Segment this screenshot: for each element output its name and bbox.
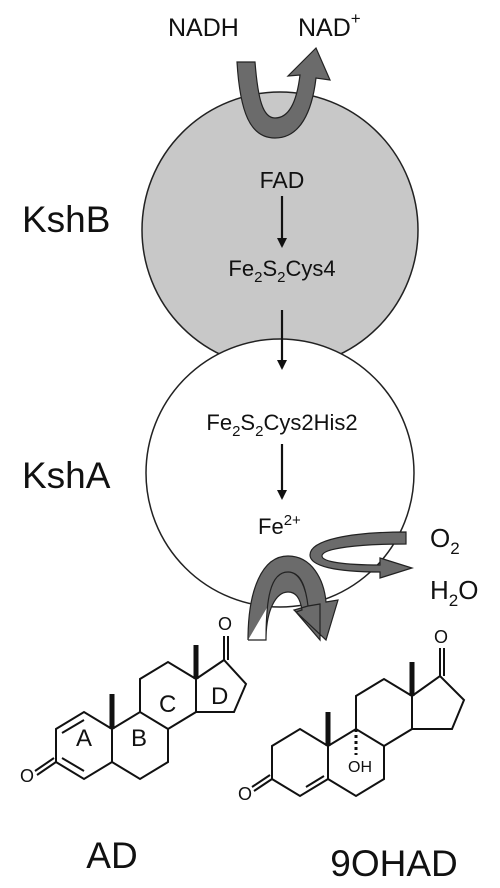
kshb-fe2s2cys4-label: Fe2S2Cys4	[228, 256, 335, 286]
h2o-label: H2O	[430, 575, 478, 610]
fad-label: FAD	[260, 167, 305, 193]
o2-label: O2	[430, 523, 460, 558]
ohad-oh-label: OH	[348, 759, 372, 776]
ad-name-label: AD	[86, 835, 137, 876]
ad-ring-a-label: A	[76, 725, 92, 752]
ad-ring-c-label: C	[159, 691, 176, 718]
kshb-label: KshB	[22, 199, 110, 240]
nad-plus-label: NAD+	[298, 9, 361, 42]
ad-keto-oxygen-d: O	[218, 614, 232, 634]
ksha-label: KshA	[22, 455, 111, 496]
o2-to-h2o-arrow	[309, 531, 415, 579]
iron-2plus-label: Fe2+	[258, 512, 301, 539]
ohad-keto-oxygen: O	[238, 784, 252, 804]
ad-structure	[34, 636, 248, 781]
ohad-structure	[251, 648, 466, 798]
ad-to-9ohad-arrow	[247, 555, 339, 642]
ohad-name-label: 9OHAD	[330, 843, 457, 884]
ad-ring-b-label: B	[131, 725, 147, 752]
ad-keto-oxygen: O	[20, 766, 34, 786]
nadh-to-nad-arrow	[236, 46, 331, 139]
ksha-fe2s2cys2his2-label: Fe2S2Cys2His2	[206, 410, 357, 440]
ad-ring-d-label: D	[211, 683, 228, 710]
ohad-keto-oxygen-d: O	[434, 627, 448, 647]
nadh-label: NADH	[168, 14, 239, 42]
